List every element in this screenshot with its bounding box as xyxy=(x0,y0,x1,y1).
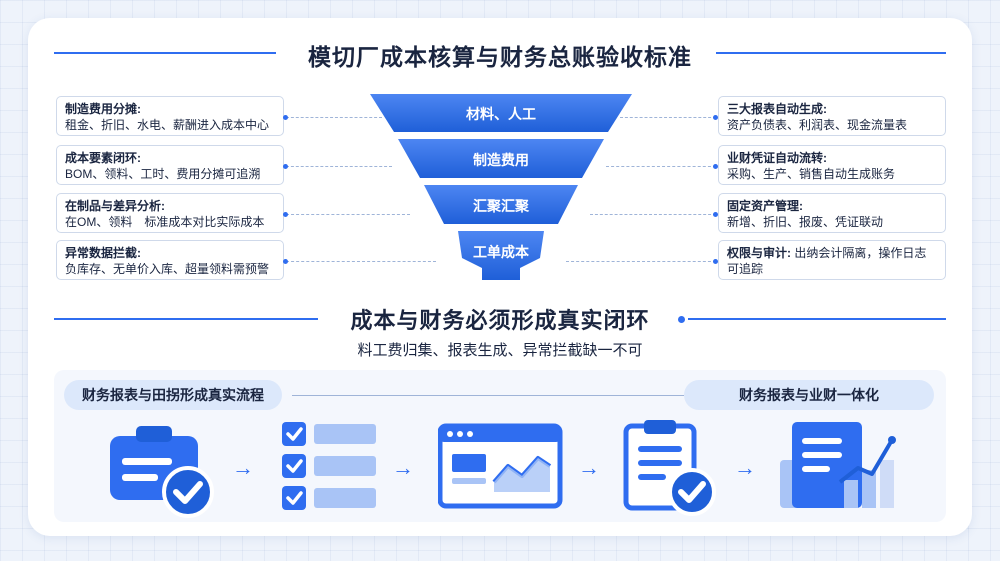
connector-dot xyxy=(283,115,288,120)
funnel-label: 汇聚汇聚 xyxy=(473,198,529,214)
left-item-title: 成本要素闭环: xyxy=(65,151,141,165)
document-check-icon xyxy=(622,418,718,523)
flow-arrow: → xyxy=(232,455,254,480)
funnel-layer-1 xyxy=(370,94,632,132)
checklist-icon xyxy=(280,420,380,521)
left-item-desc: 在OM、领料 标准成本对比实际成本 xyxy=(65,215,265,229)
left-connector xyxy=(286,261,436,262)
right-connector xyxy=(606,166,716,167)
connector-dot xyxy=(713,115,718,120)
right-item-desc: 出纳会计隔离，操作日志可追踪 xyxy=(727,246,927,276)
connector-dot xyxy=(713,259,718,264)
funnel-layer-2 xyxy=(398,139,604,178)
closed-loop-caption: 料工费归集、报表生成、异常拦截缺一不可 xyxy=(357,342,643,359)
title-rule-right xyxy=(716,52,946,54)
left-item-desc: 租金、折旧、水电、薪酬进入成本中心 xyxy=(65,118,270,132)
funnel-label: 制造费用 xyxy=(473,152,529,168)
flow-tag-left: 财务报表与田拐形成真实流程 xyxy=(64,380,282,410)
left-item-anomaly-block: 异常数据拦截: 负库存、无单价入库、超量领料需预警 xyxy=(56,240,284,280)
closed-loop-title: 成本与财务必须形成真实闭环 xyxy=(350,308,650,333)
right-item-fixed-assets: 固定资产管理: 新增、折旧、报废、凭证联动 xyxy=(718,193,946,233)
left-item-title: 制造费用分摊: xyxy=(65,102,141,116)
right-connector xyxy=(566,261,716,262)
left-item-title: 异常数据拦截: xyxy=(65,246,141,260)
right-item-vouchers: 业财凭证自动流转: 采购、生产、销售自动生成账务 xyxy=(718,145,946,185)
right-item-title: 固定资产管理: xyxy=(727,199,803,213)
flow-arrow: → xyxy=(734,455,756,480)
flow-tag-right: 财务报表与业财一体化 xyxy=(684,380,934,410)
right-connector xyxy=(620,117,716,118)
flow-arrow: → xyxy=(392,455,414,480)
funnel-layer-3 xyxy=(424,185,578,224)
left-item-overhead: 制造费用分摊: 租金、折旧、水电、薪酬进入成本中心 xyxy=(56,96,284,136)
cost-funnel xyxy=(370,94,632,280)
right-item-desc: 采购、生产、销售自动生成账务 xyxy=(727,167,896,181)
right-item-audit: 权限与审计: 出纳会计隔离，操作日志可追踪 xyxy=(718,240,946,280)
connector-dot xyxy=(713,164,718,169)
left-item-desc: 负库存、无单价入库、超量领料需预警 xyxy=(65,262,270,276)
middle-rule-right xyxy=(688,318,946,320)
clipboard-check-icon xyxy=(106,422,214,523)
connector-dot xyxy=(283,259,288,264)
left-item-title: 在制品与差异分析: xyxy=(65,199,165,213)
funnel-layer-4 xyxy=(458,231,544,280)
flow-tag-rule xyxy=(292,395,684,396)
report-growth-icon xyxy=(780,420,904,521)
left-item-desc: BOM、领料、工时、费用分摊可追溯 xyxy=(65,167,261,181)
left-connector xyxy=(286,214,410,215)
left-item-wip-variance: 在制品与差异分析: 在OM、领料 标准成本对比实际成本 xyxy=(56,193,284,233)
page-title: 模切厂成本核算与财务总账验收标准 xyxy=(308,44,692,70)
right-item-title: 业财凭证自动流转: xyxy=(727,151,827,165)
right-connector xyxy=(590,214,716,215)
right-item-title: 三大报表自动生成: xyxy=(727,102,827,116)
right-item-title: 权限与审计: xyxy=(727,246,791,260)
left-connector xyxy=(286,166,392,167)
connector-dot xyxy=(713,212,718,217)
dashboard-chart-icon xyxy=(437,420,564,521)
title-rule-left xyxy=(54,52,276,54)
left-connector xyxy=(286,117,382,118)
connector-dot xyxy=(283,212,288,217)
right-item-desc: 资产负债表、利润表、现金流量表 xyxy=(727,118,908,132)
middle-rule-dot xyxy=(678,316,685,323)
right-item-desc: 新增、折旧、报废、凭证联动 xyxy=(727,215,884,229)
left-item-cost-loop: 成本要素闭环: BOM、领料、工时、费用分摊可追溯 xyxy=(56,145,284,185)
connector-dot xyxy=(283,164,288,169)
right-item-reports: 三大报表自动生成: 资产负债表、利润表、现金流量表 xyxy=(718,96,946,136)
flow-arrow: → xyxy=(578,455,600,480)
funnel-label: 材料、人工 xyxy=(466,106,536,122)
middle-rule-left xyxy=(54,318,318,320)
funnel-label: 工单成本 xyxy=(473,244,529,260)
